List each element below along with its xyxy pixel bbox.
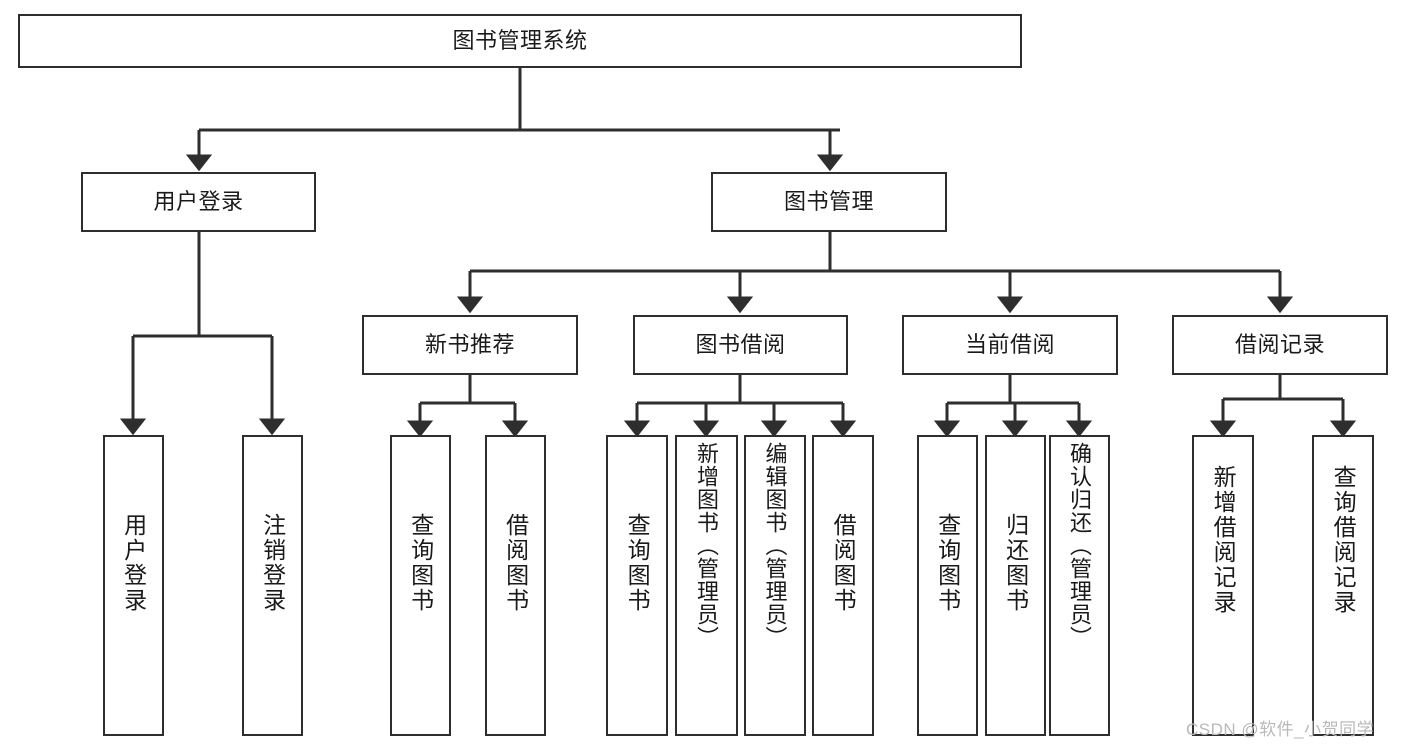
node-current-borrow-label: 当前借阅	[964, 332, 1055, 357]
node-leaf-borrow-book-1-label: 借阅图书	[502, 513, 529, 613]
node-leaf-query-book-3[interactable]: 查询图书	[917, 435, 978, 736]
node-leaf-add-borrow-record[interactable]: 新增借阅记录	[1192, 435, 1254, 736]
node-leaf-add-book-label: 新增图书（管理员）	[694, 442, 720, 649]
node-leaf-query-borrow-record[interactable]: 查询借阅记录	[1312, 435, 1374, 736]
node-leaf-query-book-2-label: 查询图书	[624, 513, 651, 613]
node-root[interactable]: 图书管理系统	[18, 14, 1022, 68]
node-book-borrow-label: 图书借阅	[695, 332, 786, 357]
node-leaf-confirm-return-label: 确认归还（管理员）	[1067, 442, 1093, 649]
node-book-borrow[interactable]: 图书借阅	[633, 315, 848, 375]
node-leaf-add-book[interactable]: 新增图书（管理员）	[675, 435, 738, 736]
node-root-label: 图书管理系统	[452, 28, 588, 53]
node-user-login[interactable]: 用户登录	[81, 172, 316, 232]
node-borrow-record[interactable]: 借阅记录	[1172, 315, 1388, 375]
node-new-book-recommend-label: 新书推荐	[424, 332, 515, 357]
node-leaf-user-login[interactable]: 用户登录	[103, 435, 164, 736]
node-leaf-add-borrow-record-label: 新增借阅记录	[1210, 465, 1237, 615]
node-leaf-edit-book-label: 编辑图书（管理员）	[762, 442, 788, 649]
node-leaf-confirm-return[interactable]: 确认归还（管理员）	[1049, 435, 1110, 736]
node-leaf-return-book[interactable]: 归还图书	[985, 435, 1046, 736]
node-current-borrow[interactable]: 当前借阅	[902, 315, 1118, 375]
node-book-management-label: 图书管理	[783, 189, 874, 214]
node-leaf-query-book-3-label: 查询图书	[934, 513, 961, 613]
node-leaf-user-login-label: 用户登录	[120, 513, 147, 613]
node-book-management[interactable]: 图书管理	[711, 172, 947, 232]
node-leaf-query-book-1-label: 查询图书	[407, 513, 434, 613]
node-borrow-record-label: 借阅记录	[1234, 332, 1325, 357]
node-new-book-recommend[interactable]: 新书推荐	[362, 315, 578, 375]
watermark-text: CSDN @软件_小贺同学	[1186, 720, 1375, 739]
node-leaf-logout-login[interactable]: 注销登录	[242, 435, 303, 736]
node-leaf-query-book-2[interactable]: 查询图书	[606, 435, 668, 736]
node-leaf-query-book-1[interactable]: 查询图书	[390, 435, 451, 736]
node-user-login-label: 用户登录	[153, 189, 244, 214]
node-leaf-edit-book[interactable]: 编辑图书（管理员）	[744, 435, 806, 736]
node-leaf-borrow-book-1[interactable]: 借阅图书	[485, 435, 546, 736]
node-leaf-return-book-label: 归还图书	[1002, 513, 1029, 613]
node-leaf-borrow-book-2[interactable]: 借阅图书	[812, 435, 874, 736]
node-leaf-logout-login-label: 注销登录	[259, 513, 286, 613]
node-leaf-query-borrow-record-label: 查询借阅记录	[1330, 465, 1357, 615]
node-leaf-borrow-book-2-label: 借阅图书	[830, 513, 857, 613]
